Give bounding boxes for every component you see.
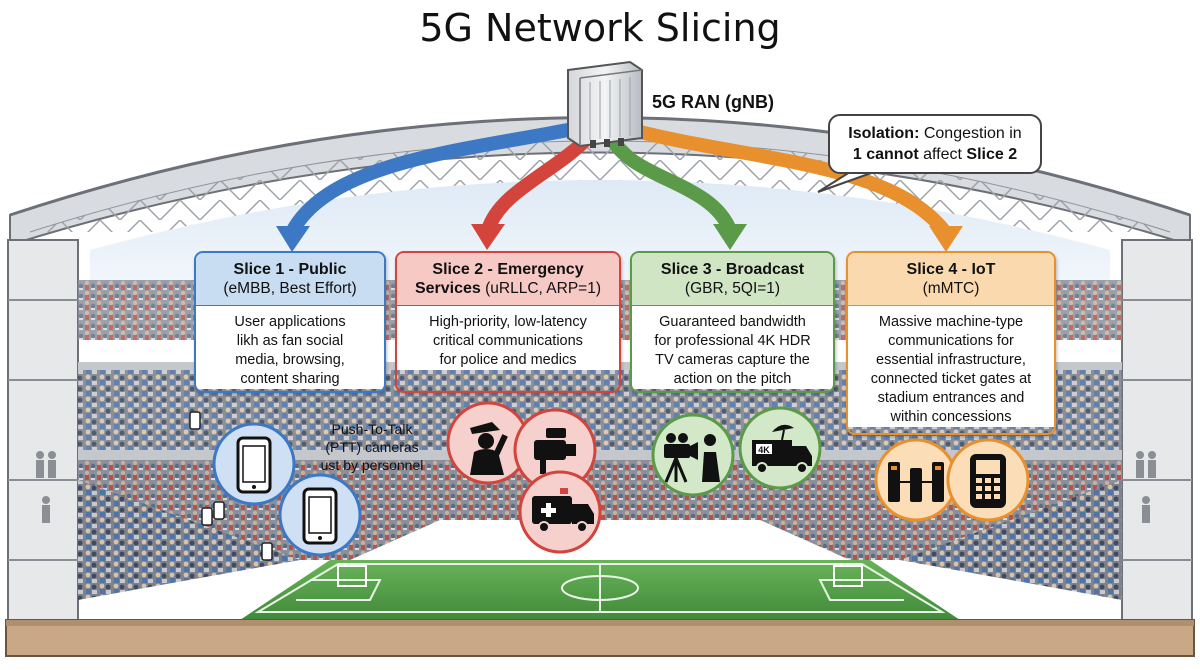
slice-4-line: essential infrastructure, (876, 352, 1026, 368)
slice-4-line: stadium entrances and (877, 390, 1025, 406)
slice-2-sub-bold: Services (414, 280, 481, 297)
slice3-icons: 4K (651, 406, 822, 497)
slice-4-line: connected ticket gates at (870, 371, 1032, 387)
callout-text1: Congestion in (919, 125, 1022, 142)
arrow-slice-4 (623, 121, 951, 237)
slice-2-sub: (uRLLC, ARP=1) (480, 280, 602, 297)
slice-4-line: Massive machine-type (878, 314, 1024, 330)
isolation-callout: Isolation: Congestion in 1 cannot affect… (828, 114, 1042, 174)
slice-2-header: Slice 2 - Emergency Services (uRLLC, ARP… (397, 253, 619, 305)
slice-1-header: Slice 1 - Public (eMBB, Best Effort) (196, 253, 384, 305)
payment-terminal-icon (970, 454, 1006, 508)
slice-2-line: critical communications (433, 333, 583, 349)
slice-3-line: Guaranteed bandwidth (659, 314, 806, 330)
ptt-note-line: (PTT) cameras (325, 439, 419, 455)
slice-3-title: Slice 3 - Broadcast (660, 261, 805, 278)
page-title: 5G Network Slicing (419, 6, 781, 50)
slice-2-body: High-priority, low-latency critical comm… (397, 305, 619, 370)
arrow-slice-1 (285, 121, 580, 236)
slice-3-body: Guaranteed bandwidth for professional 4K… (632, 305, 833, 389)
arrow-slice-3 (603, 131, 737, 234)
police-officer-icon (470, 422, 508, 475)
slice-1-card: Slice 1 - Public (eMBB, Best Effort) Use… (194, 251, 386, 393)
slice-1-body: User applications likh as fan social med… (196, 305, 384, 389)
slice-3-card: Slice 3 - Broadcast (GBR, 5QI=1) Guarant… (630, 251, 835, 393)
smartphone-icon (302, 487, 338, 545)
arrow-head-4 (929, 226, 963, 252)
slice-4-body: Massive machine-type communications for … (848, 305, 1054, 427)
ptt-note: Push-To-Talk (PTT) cameras ust by person… (312, 420, 432, 474)
slice-3-sub: (GBR, 5QI=1) (684, 280, 781, 297)
slice-3-line: for professional 4K HDR (654, 333, 811, 349)
slice-2-title: Slice 2 - Emergency (432, 261, 584, 278)
slice-1-sub: (eMBB, Best Effort) (223, 280, 357, 297)
tv-camera-icon (664, 433, 720, 483)
slice1-icons (189, 411, 362, 561)
callout-text2: affect (918, 146, 967, 163)
ptt-note-line: ust by personnel (320, 457, 424, 473)
slice2-icons (446, 401, 602, 554)
slice-4-sub: (mMTC) (922, 280, 980, 297)
callout-bold1: 1 cannot (852, 146, 919, 163)
slice-2-line: for police and medics (439, 352, 577, 368)
slice-1-line: User applications (234, 314, 346, 330)
arrow-head-1 (276, 226, 310, 252)
callout-bold2: Slice 2 (966, 146, 1018, 163)
slice-4-line: within concessions (890, 409, 1012, 425)
ran-label: 5G RAN (gNB) (652, 92, 774, 112)
arrow-head-3 (713, 224, 747, 250)
slice-1-title: Slice 1 - Public (233, 261, 347, 278)
bodycam-icon (534, 428, 576, 474)
slice-3-line: TV cameras capture the (655, 352, 810, 368)
ticket-gate-icon (888, 462, 944, 502)
slice4-icons (874, 438, 1030, 522)
broadcast-van-icon: 4K (752, 424, 812, 474)
ptt-note-line: Push-To-Talk (331, 421, 413, 437)
van-badge-text: 4K (758, 445, 770, 455)
callout-lead: Isolation: (848, 125, 920, 142)
slice-1-line: content sharing (240, 371, 340, 387)
slice-4-header: Slice 4 - IoT (mMTC) (848, 253, 1054, 305)
slice-2-card: Slice 2 - Emergency Services (uRLLC, ARP… (395, 251, 621, 393)
slice-3-line: action on the pitch (673, 371, 792, 387)
arrow-head-2 (471, 224, 505, 250)
slice-1-line: media, browsing, (235, 352, 345, 368)
gnb-radio-unit-icon (567, 60, 643, 148)
slice-4-card: Slice 4 - IoT (mMTC) Massive machine-typ… (846, 251, 1056, 435)
smartphone-icon (236, 436, 272, 494)
slice-4-line: communications for (888, 333, 1014, 349)
slice-2-line: High-priority, low-latency (429, 314, 587, 330)
slice-4-title: Slice 4 - IoT (906, 261, 996, 278)
slice-1-line: likh as fan social (236, 333, 344, 349)
slice-3-header: Slice 3 - Broadcast (GBR, 5QI=1) (632, 253, 833, 305)
arrow-slice-2 (481, 130, 596, 233)
ambulance-icon (532, 488, 594, 533)
slice-arrows (276, 121, 963, 252)
